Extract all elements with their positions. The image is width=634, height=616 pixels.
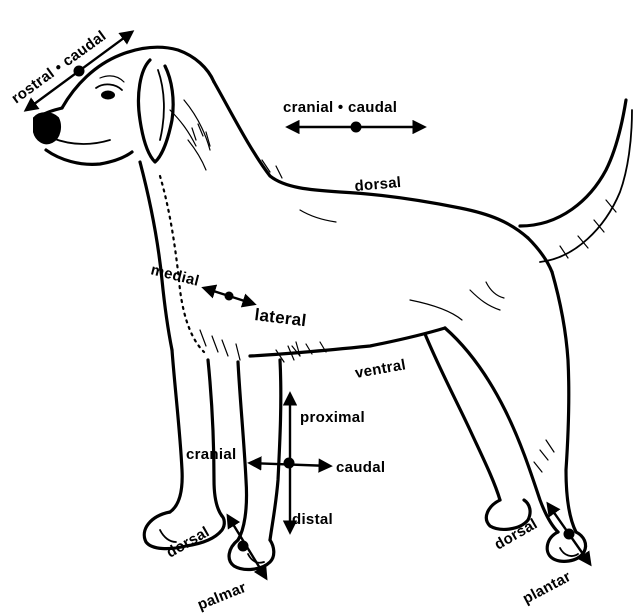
label-palmar: palmar <box>195 579 249 614</box>
eye-icon <box>101 91 115 100</box>
label-caudal-leg: caudal <box>336 459 385 476</box>
dog-body <box>140 82 632 360</box>
label-cranial-caudal-top: cranial • caudal <box>283 99 397 116</box>
dog-hind-legs <box>425 272 586 561</box>
label-proximal: proximal <box>300 409 365 426</box>
label-rostral-caudal: rostral • caudal <box>8 27 109 107</box>
cranial-caudal-top-dot <box>351 122 362 133</box>
dog-illustration <box>34 47 632 569</box>
label-dorsal-back: dorsal <box>354 174 402 195</box>
label-lateral: lateral <box>254 305 308 330</box>
front-paw-dot <box>238 541 249 552</box>
rostral-caudal-dot <box>74 66 85 77</box>
medial-lateral-dot <box>225 292 234 301</box>
label-dorsal-hind-paw: dorsal <box>492 515 541 553</box>
label-cranial-leg: cranial <box>186 446 236 463</box>
hind-paw-dot <box>564 529 575 540</box>
leg-center-dot <box>284 458 295 469</box>
label-medial: medial <box>149 261 201 289</box>
label-distal: distal <box>292 511 333 528</box>
nose-icon <box>34 113 60 143</box>
label-plantar: plantar <box>520 568 574 607</box>
label-ventral: ventral <box>354 356 407 382</box>
